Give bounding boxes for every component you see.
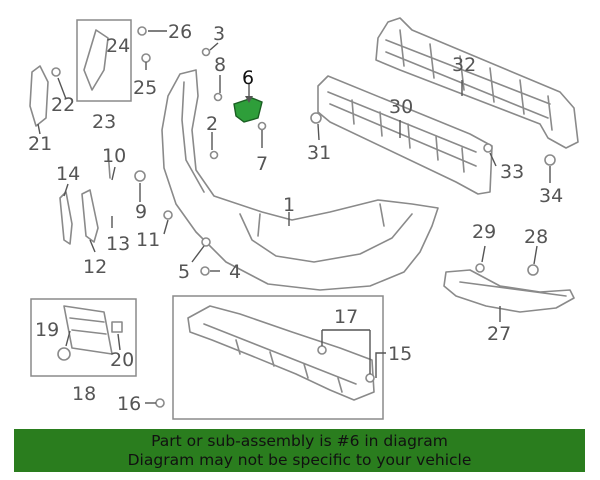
callout-2: 2 <box>206 113 218 135</box>
callout-10: 10 <box>102 145 126 167</box>
part-6-highlighted <box>233 97 263 123</box>
reinforcement-bar <box>375 17 579 149</box>
box-23 <box>76 19 132 102</box>
callout-24: 24 <box>106 35 130 57</box>
callout-28: 28 <box>524 226 548 248</box>
callout-16: 16 <box>117 393 141 415</box>
callout-33: 33 <box>500 161 524 183</box>
callout-15: 15 <box>388 343 412 365</box>
lower-deflector <box>187 305 375 401</box>
callout-34: 34 <box>539 185 563 207</box>
callout-11: 11 <box>136 229 160 251</box>
callout-7: 7 <box>256 153 268 175</box>
callout-27: 27 <box>487 323 511 345</box>
info-banner: Part or sub-assembly is #6 in diagram Di… <box>14 429 585 472</box>
callout-3: 3 <box>213 23 225 45</box>
callout-29: 29 <box>472 221 496 243</box>
callout-22: 22 <box>51 94 75 116</box>
callout-9: 9 <box>135 201 147 223</box>
callout-21: 21 <box>28 133 52 155</box>
fasteners <box>51 26 556 408</box>
energy-absorber <box>317 75 493 195</box>
box-15 <box>172 295 384 420</box>
callout-19: 19 <box>35 319 59 341</box>
callout-14: 14 <box>56 163 80 185</box>
callout-13: 13 <box>106 233 130 255</box>
license-plate-bracket <box>63 305 113 355</box>
callout-18: 18 <box>72 383 96 405</box>
callout-labels: 1 2 3 4 5 6 7 8 9 10 11 12 13 14 15 16 1… <box>28 21 563 415</box>
callout-20: 20 <box>110 349 134 371</box>
callout-32: 32 <box>452 54 476 76</box>
side-guide <box>83 29 109 91</box>
side-brackets-left <box>29 65 111 245</box>
callout-17: 17 <box>334 306 358 328</box>
box-18 <box>30 298 137 377</box>
leader-lines <box>37 30 551 404</box>
bumper-cover <box>161 69 439 291</box>
side-bracket <box>443 269 575 313</box>
banner-line-2: Diagram may not be specific to your vehi… <box>127 451 472 469</box>
callout-6: 6 <box>242 67 254 89</box>
callout-12: 12 <box>83 256 107 278</box>
callout-1: 1 <box>283 194 295 216</box>
callout-31: 31 <box>307 142 331 164</box>
callout-30: 30 <box>389 96 413 118</box>
callout-26: 26 <box>168 21 192 43</box>
callout-5: 5 <box>178 261 190 283</box>
callout-8: 8 <box>214 54 226 76</box>
callout-4: 4 <box>229 261 241 283</box>
callout-25: 25 <box>133 77 157 99</box>
banner-line-1: Part or sub-assembly is #6 in diagram <box>151 432 448 450</box>
callout-23: 23 <box>92 111 116 133</box>
